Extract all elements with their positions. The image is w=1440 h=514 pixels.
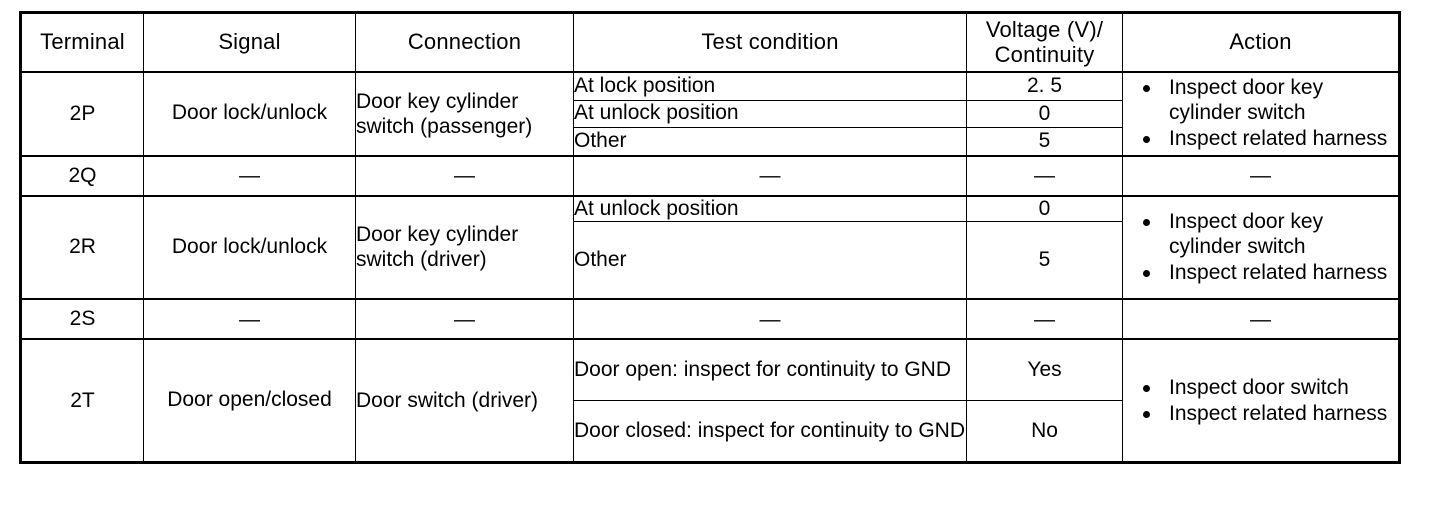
table-row: At unlock position 0: [21, 99, 1400, 129]
voltage-cell: 2. 5: [966, 70, 1123, 101]
header-voltage-line2: Continuity: [994, 41, 1095, 67]
test-condition-cell: At unlock position: [573, 194, 967, 223]
table-row: 2S — — — — —: [20, 298, 1400, 340]
signal-cell: Door open/closed: [143, 338, 356, 464]
table-row: Other 5: [21, 221, 1400, 300]
terminal-cell: 2T: [20, 338, 144, 464]
voltage-cell: Yes: [966, 338, 1123, 402]
em-dash: —: [239, 307, 260, 331]
test-condition-cell: Other: [573, 221, 967, 300]
voltage-cell: —: [966, 298, 1123, 340]
list-item: Inspect related harness: [1137, 126, 1394, 151]
table-row: 2R Door lock/unlock Door key cylinder sw…: [20, 194, 1400, 300]
em-dash: —: [239, 164, 260, 188]
em-dash: —: [1034, 164, 1055, 188]
list-item: Inspect door key cylinder switch: [1137, 209, 1394, 259]
connection-cell: —: [355, 154, 574, 197]
action-list: Inspect door switch Inspect related harn…: [1123, 373, 1398, 429]
table-row: 2P Door lock/unlock Door key cylinder sw…: [20, 70, 1400, 157]
table-row: Door closed: inspect for continuity to G…: [21, 400, 1400, 464]
list-item: Inspect related harness: [1137, 401, 1394, 426]
action-cell: Inspect door switch Inspect related harn…: [1122, 338, 1400, 464]
voltage-cell: No: [966, 400, 1123, 464]
action-cell: —: [1122, 298, 1400, 340]
voltage-cell: 0: [966, 194, 1123, 223]
header-connection: Connection: [355, 12, 574, 73]
header-voltage-line1: Voltage (V)/: [985, 16, 1104, 42]
test-condition-cell: Door open: inspect for continuity to GND: [573, 338, 967, 402]
test-condition-cell: At unlock position: [573, 99, 967, 129]
em-dash: —: [454, 307, 475, 331]
terminal-cell: 2P: [20, 71, 144, 157]
signal-cell: —: [143, 298, 356, 340]
terminal-cell: 2R: [20, 194, 144, 300]
connection-cell: —: [355, 298, 574, 340]
header-signal: Signal: [143, 12, 356, 73]
connection-cell: Door key cylinder switch (driver): [355, 194, 574, 300]
connection-cell: Door switch (driver): [355, 338, 574, 464]
header-row: Terminal Signal Connection Test conditio…: [20, 12, 1400, 73]
terminal-cell: 2Q: [20, 154, 144, 197]
voltage-cell: 0: [966, 99, 1123, 129]
table-row: Other 5: [21, 127, 1400, 157]
test-condition-cell: Door closed: inspect for continuity to G…: [573, 400, 967, 464]
test-condition-cell: Other: [573, 127, 967, 157]
voltage-cell: 5: [966, 221, 1123, 300]
list-item: Inspect door switch: [1137, 375, 1394, 400]
table-header: Terminal Signal Connection Test conditio…: [20, 12, 1400, 73]
test-condition-cell: At lock position: [573, 70, 967, 101]
test-condition-cell: —: [573, 154, 967, 197]
em-dash: —: [1034, 307, 1055, 331]
header-action: Action: [1122, 12, 1400, 73]
action-cell: Inspect door key cylinder switch Inspect…: [1122, 194, 1400, 300]
list-item: Inspect door key cylinder switch: [1137, 75, 1394, 125]
em-dash: —: [1250, 164, 1271, 188]
test-condition-cell: —: [573, 298, 967, 340]
connection-cell: Door key cylinder switch (passenger): [355, 71, 574, 157]
em-dash: —: [759, 307, 781, 331]
header-voltage-continuity: Voltage (V)/ Continuity: [966, 12, 1123, 73]
list-item: Inspect related harness: [1137, 260, 1394, 285]
header-test-condition: Test condition: [573, 12, 967, 73]
voltage-cell: —: [966, 154, 1123, 197]
action-list: Inspect door key cylinder switch Inspect…: [1123, 73, 1398, 155]
em-dash: —: [454, 164, 475, 188]
table-body: 2P Door lock/unlock Door key cylinder sw…: [20, 70, 1400, 464]
signal-cell: Door lock/unlock: [143, 71, 356, 157]
signal-cell: Door lock/unlock: [143, 194, 356, 300]
dtc-terminal-table: Terminal Signal Connection Test conditio…: [19, 11, 1401, 465]
header-terminal: Terminal: [20, 12, 144, 73]
action-list: Inspect door key cylinder switch Inspect…: [1123, 207, 1398, 289]
table-row: 2T Door open/closed Door switch (driver)…: [20, 338, 1400, 464]
em-dash: —: [759, 164, 781, 188]
signal-cell: —: [143, 154, 356, 197]
em-dash: —: [1250, 307, 1271, 331]
terminal-cell: 2S: [20, 298, 144, 340]
voltage-cell: 5: [966, 127, 1123, 157]
action-cell: Inspect door key cylinder switch Inspect…: [1122, 71, 1400, 157]
action-cell: —: [1122, 154, 1400, 197]
table-row: 2Q — — — — —: [20, 154, 1400, 197]
